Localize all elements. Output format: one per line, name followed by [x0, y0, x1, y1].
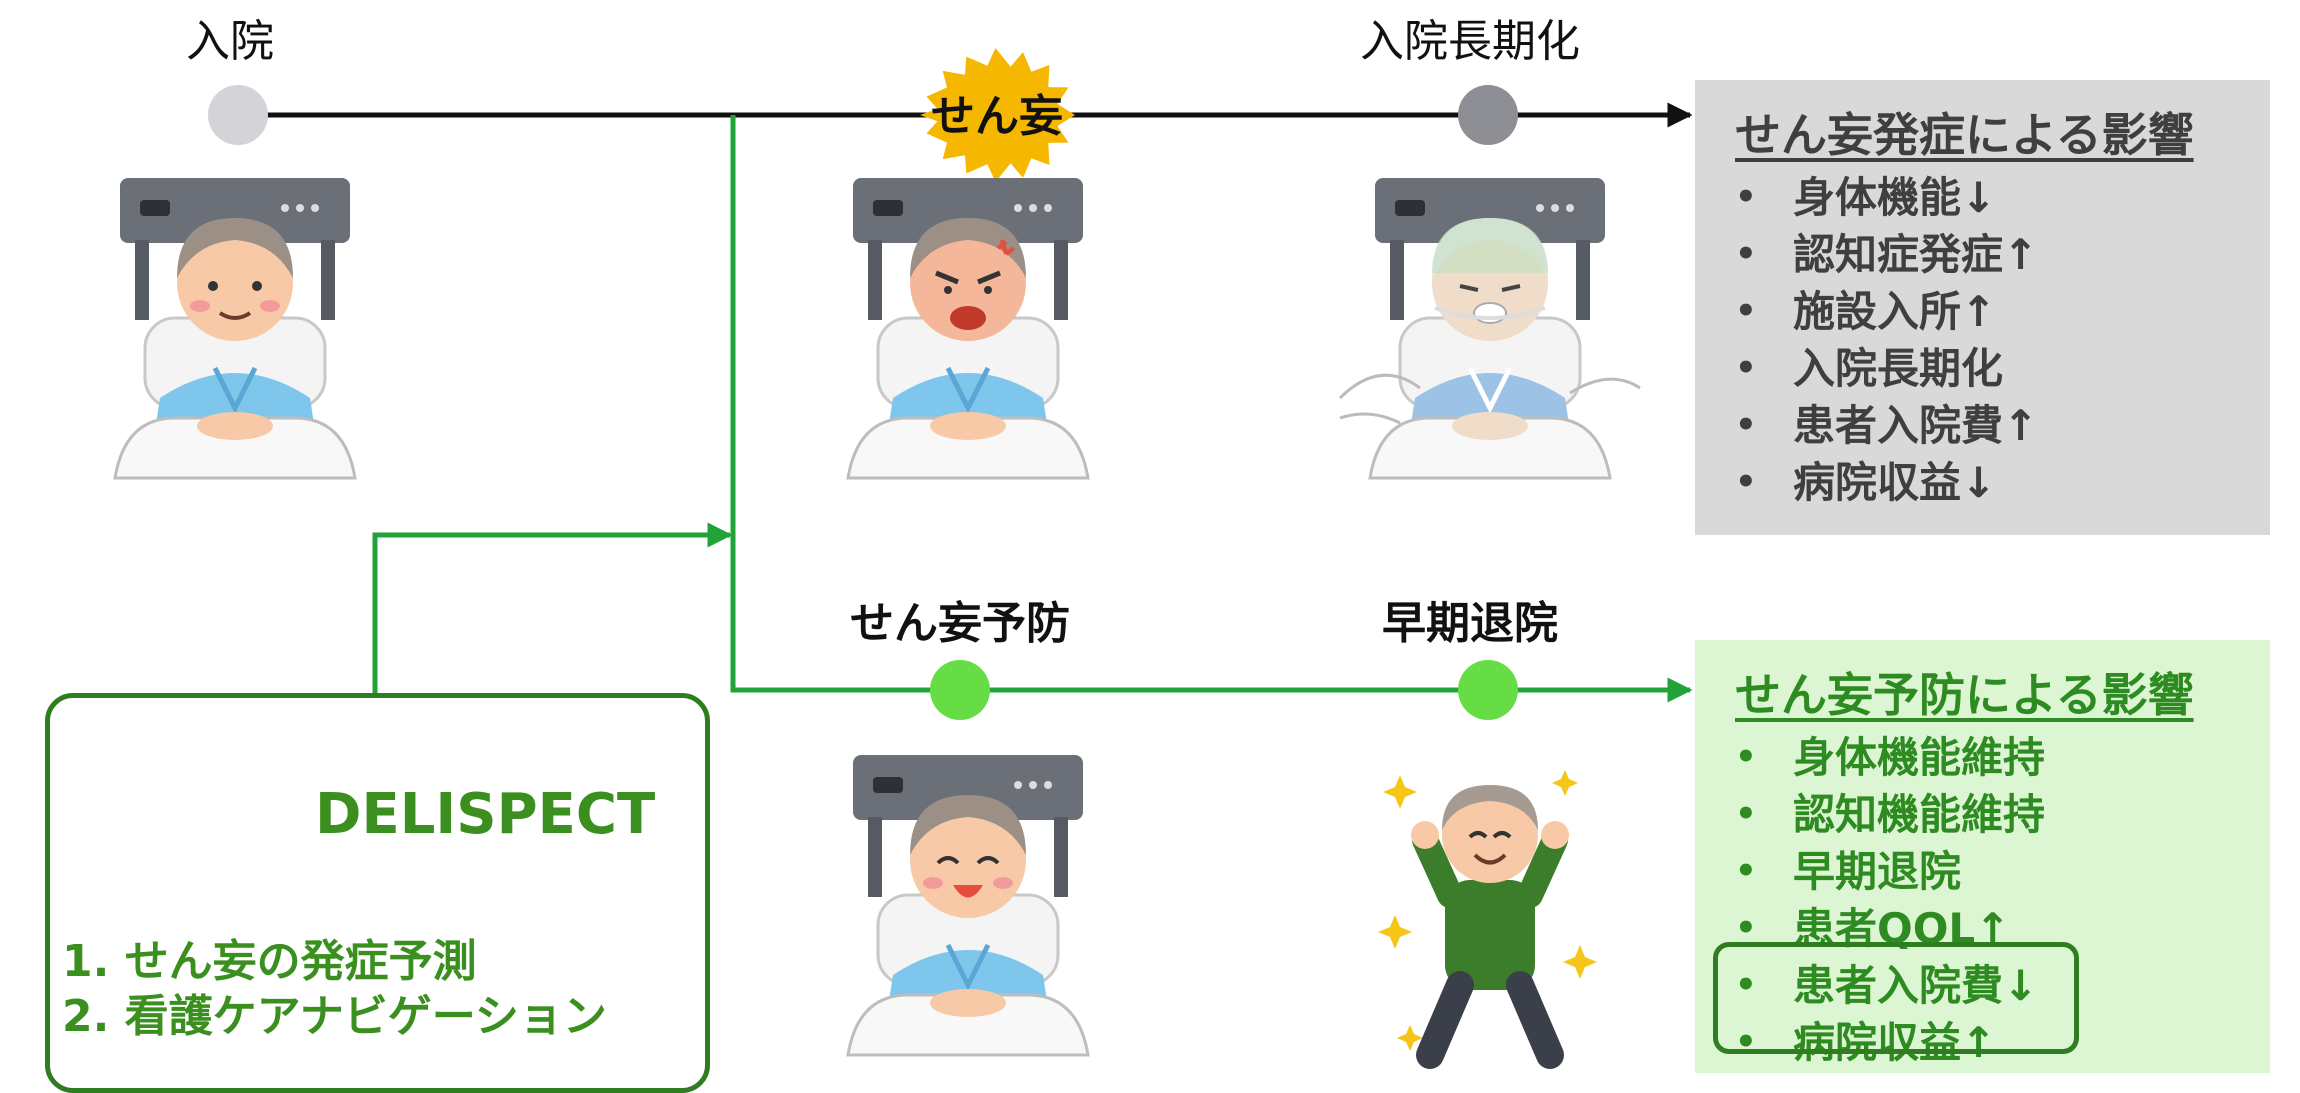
early-discharge-label: 早期退院 — [1382, 598, 1558, 649]
list-item: 身体機能維持 — [1735, 729, 2270, 786]
delispect-feature-1: 1. せん妄の発症予測 — [62, 936, 477, 987]
negative-impact-box: せん妄発症による影響 身体機能↓ 認知症発症↑ 施設入所↑ 入院長期化 患者入院… — [1695, 80, 2270, 535]
list-item: 身体機能↓ — [1735, 169, 2270, 226]
patient-in-bed-oxygen-icon — [1338, 178, 1641, 480]
list-item: 入院長期化 — [1735, 340, 2270, 397]
list-item: 患者入院費↑ — [1735, 397, 2270, 454]
list-item: 病院収益↑ — [1735, 1014, 2270, 1071]
list-item: 認知機能維持 — [1735, 786, 2270, 843]
positive-impact-box: せん妄予防による影響 身体機能維持 認知機能維持 早期退院 患者QOL↑ 患者入… — [1695, 640, 2270, 1073]
patient-in-bed-calm-icon — [113, 178, 357, 480]
prevention-node — [930, 660, 990, 720]
delispect-brand: DELISPECT — [315, 782, 656, 847]
list-item: 早期退院 — [1735, 843, 2270, 900]
positive-impact-title: せん妄予防による影響 — [1735, 668, 2194, 722]
long-stay-node — [1458, 85, 1518, 145]
patient-in-bed-angry-icon — [846, 178, 1090, 480]
negative-impact-list: 身体機能↓ 認知症発症↑ 施設入所↑ 入院長期化 患者入院費↑ 病院収益↓ — [1735, 169, 2270, 511]
list-item: 患者入院費↓ — [1735, 957, 2270, 1014]
delirium-burst-icon — [920, 48, 1075, 182]
patient-in-bed-smiling-icon — [846, 755, 1090, 1057]
negative-impact-title: せん妄発症による影響 — [1735, 108, 2194, 162]
admission-node — [208, 85, 268, 145]
elderly-man-cheering-icon — [1378, 770, 1597, 1069]
admission-label: 入院 — [186, 16, 274, 67]
list-item: 施設入所↑ — [1735, 283, 2270, 340]
delispect-connector-line — [372, 522, 733, 693]
early-discharge-node — [1458, 660, 1518, 720]
prevention-label: せん妄予防 — [850, 598, 1070, 649]
delispect-feature-2: 2. 看護ケアナビゲーション — [62, 991, 607, 1042]
list-item: 病院収益↓ — [1735, 454, 2270, 511]
cost-revenue-highlight-frame — [1713, 942, 2079, 1054]
delispect-box — [45, 693, 710, 1093]
prevention-branch-line — [730, 115, 1693, 703]
list-item: 認知症発症↑ — [1735, 226, 2270, 283]
delirium-label: せん妄 — [931, 91, 1063, 142]
long-stay-label: 入院長期化 — [1360, 16, 1580, 67]
